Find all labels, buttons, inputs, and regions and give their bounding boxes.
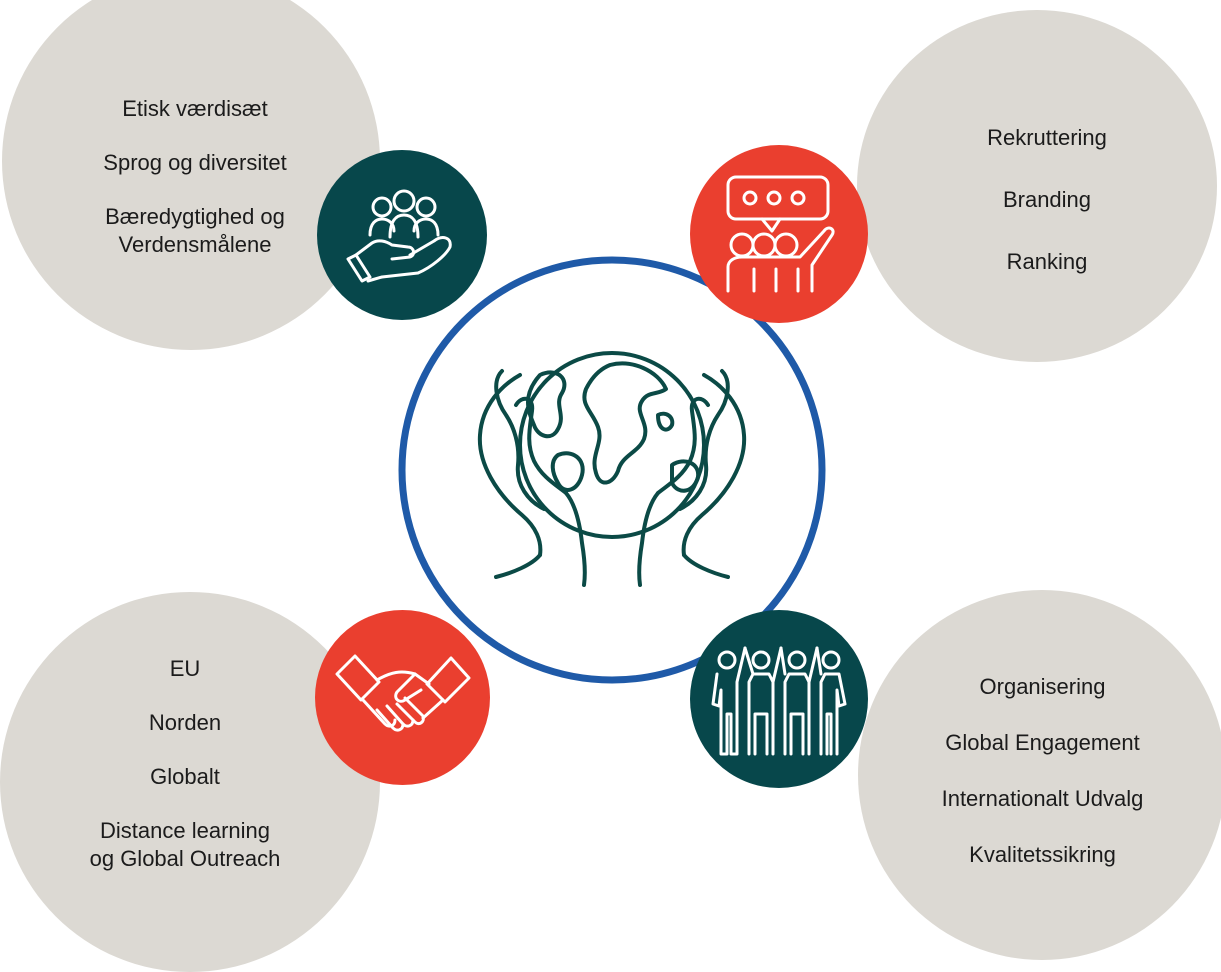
node-bottom-left [315, 610, 490, 785]
bottom-right-item: Organisering [979, 674, 1106, 699]
hand-holding-people-icon [346, 189, 452, 283]
bubble-bottom-right [858, 590, 1221, 960]
node-bottom-right [690, 610, 868, 788]
bottom-right-item: Internationalt Udvalg [941, 786, 1144, 811]
bottom-left-item: og Global Outreach [89, 846, 281, 871]
bottom-left-item: Distance learning [100, 818, 270, 843]
top-left-item: Bæredygtighed og [105, 204, 285, 229]
bottom-right-item: Kvalitetssikring [969, 842, 1116, 867]
bubble-top-right [857, 10, 1217, 362]
bubble-bottom-left [0, 592, 380, 972]
handshake-icon [335, 654, 470, 732]
bottom-left-item: Norden [148, 710, 222, 735]
speech-bubble-people-icon [726, 175, 835, 293]
bottom-left-item: Globalt [150, 764, 220, 789]
top-right-item: Rekruttering [987, 125, 1107, 150]
bottom-left-item: EU [169, 656, 201, 681]
node-top-right [690, 145, 868, 323]
bubble-top-left [2, 0, 380, 350]
raised-hands-group-icon [711, 646, 847, 756]
bottom-right-item: Global Engagement [945, 730, 1140, 755]
top-left-item: Verdensmålene [118, 232, 272, 257]
top-right-list: Rekruttering Branding Ranking [937, 124, 1157, 276]
top-left-item: Sprog og diversitet [103, 150, 287, 175]
node-top-left [317, 150, 487, 320]
bottom-right-list: Organisering Global Engagement Internati… [900, 673, 1185, 869]
bottom-left-list: EU Norden Globalt Distance learning og G… [45, 655, 325, 873]
hands-holding-globe-icon [477, 351, 747, 587]
top-right-item: Ranking [1006, 249, 1088, 274]
top-right-item: Branding [1002, 187, 1092, 212]
top-left-item: Etisk værdisæt [122, 96, 268, 121]
top-left-list: Etisk værdisæt Sprog og diversitet Bæred… [50, 95, 340, 259]
